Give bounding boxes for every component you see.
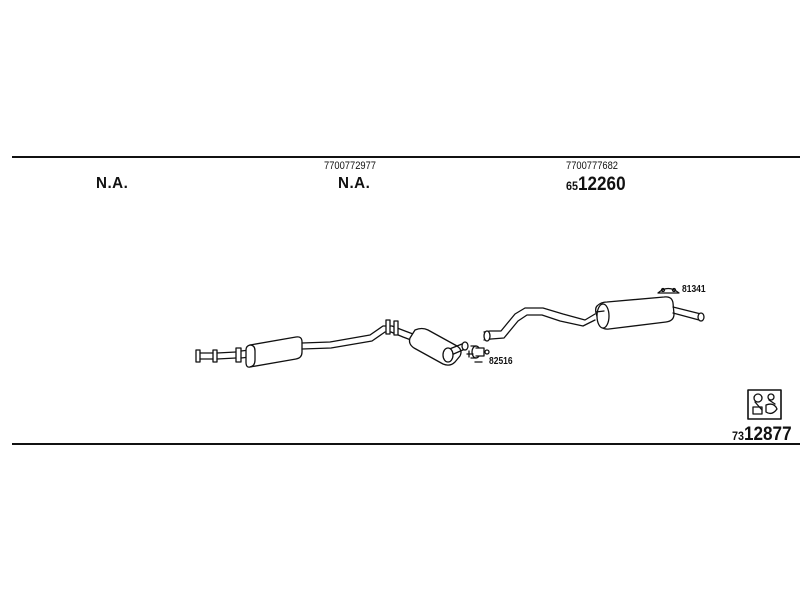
position-2-not-available: N.A. (338, 175, 371, 192)
intermediate-pipe (301, 319, 414, 350)
bottom-divider (12, 443, 800, 445)
front-pipe (195, 347, 251, 363)
position-1-not-available: N.A. (96, 175, 129, 192)
rear-silencer (595, 296, 675, 330)
kit-part-number: 7312877 (732, 424, 792, 446)
front-silencer (245, 336, 303, 368)
kit-part-prefix: 73 (732, 429, 745, 443)
clamp-icon (466, 345, 490, 363)
position-3-part-number: 6512260 (566, 174, 626, 196)
middle-silencer (408, 327, 469, 366)
position-2-oe-number: 7700772977 (324, 160, 377, 172)
clamp-part-number: 82516 (489, 356, 513, 367)
fitting-kit-icon (747, 389, 782, 420)
top-divider (12, 156, 800, 158)
tail-pipe (672, 306, 705, 322)
position-3-part-main: 12260 (578, 174, 626, 195)
rear-pipe (483, 307, 596, 342)
hanger-part-number: 81341 (682, 284, 706, 295)
position-3-oe-number: 7700777682 (566, 160, 619, 172)
hanger-icon (657, 287, 680, 294)
position-3-part-prefix: 65 (566, 179, 579, 193)
kit-part-main: 12877 (744, 424, 792, 445)
